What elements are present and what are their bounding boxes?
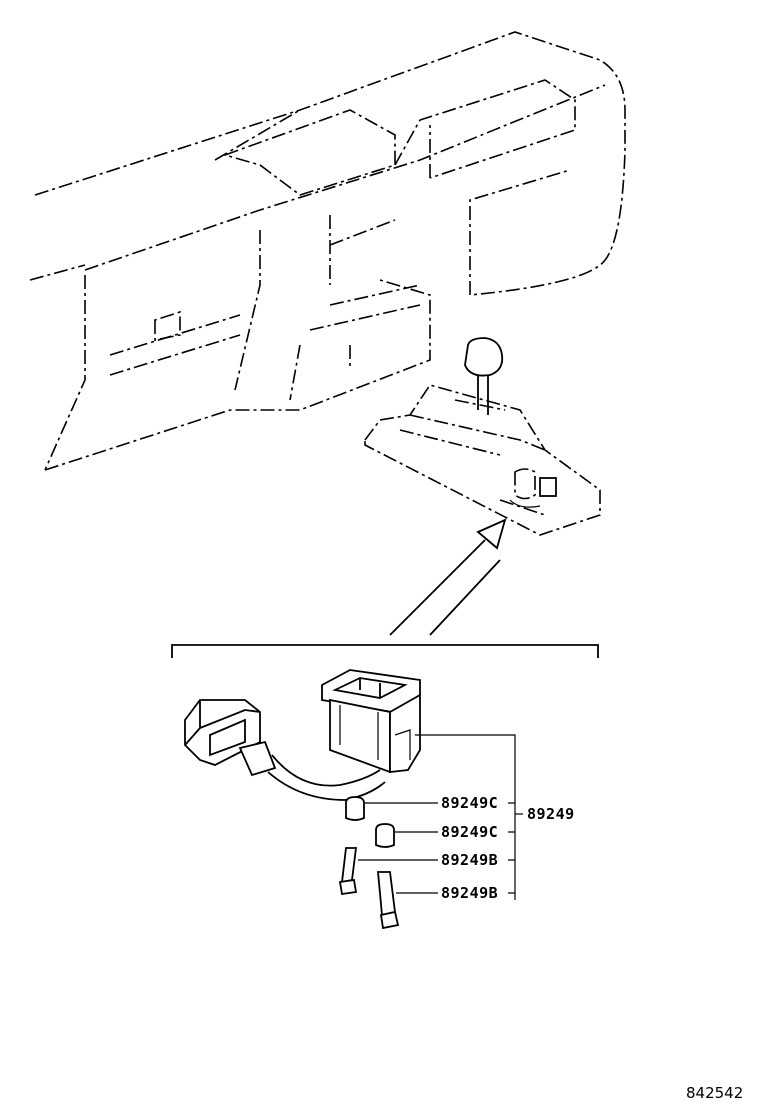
- figure-number: 842542: [686, 1084, 744, 1102]
- part-label-89249c-upper[interactable]: 89249C: [441, 794, 499, 812]
- dashboard-outline: [29, 31, 626, 471]
- location-arrow: [389, 518, 507, 636]
- leader-lines: [358, 734, 523, 900]
- part-label-89249b-upper[interactable]: 89249B: [441, 851, 499, 869]
- part-label-89249c-lower[interactable]: 89249C: [441, 823, 499, 841]
- switch-assembly-drawing: [184, 669, 421, 930]
- center-console-outline: [364, 337, 601, 536]
- detail-bracket: [171, 644, 599, 658]
- part-label-89249-assembly[interactable]: 89249: [527, 805, 575, 823]
- part-label-89249b-lower[interactable]: 89249B: [441, 884, 499, 902]
